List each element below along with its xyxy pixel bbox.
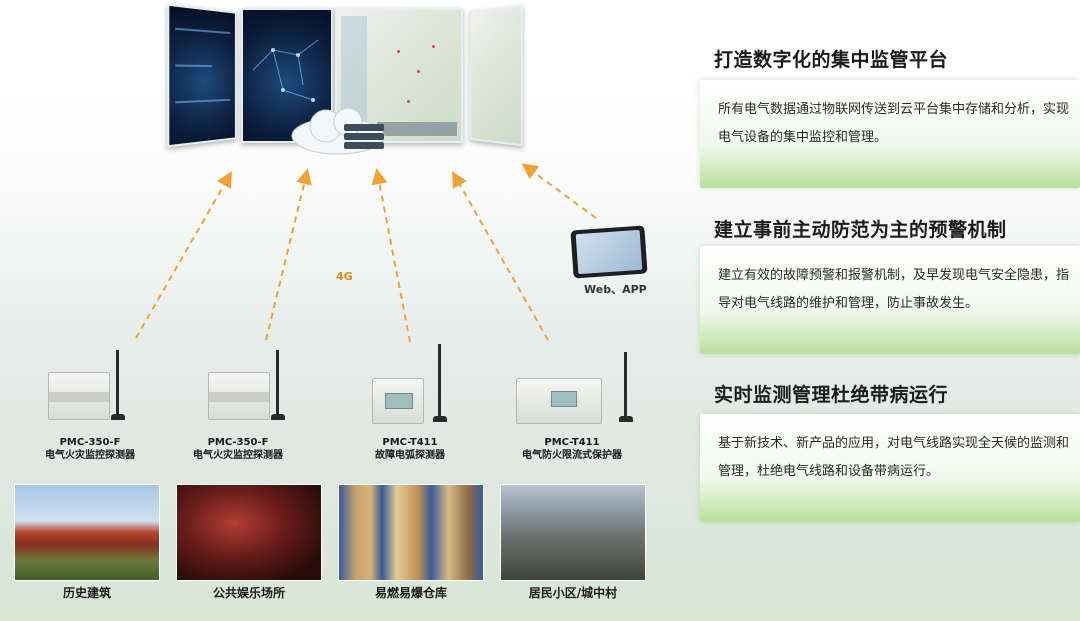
feature-description: 所有电气数据通过物联网传送到云平台集中存储和分析，实现电气设备的集中监控和管理。: [718, 96, 1072, 152]
feature-description: 基于新技术、新产品的应用，对电气线路实现全天候的监测和管理，杜绝电气线路和设备带…: [718, 430, 1072, 486]
detector-device-image: [208, 372, 270, 420]
antenna-icon: [116, 350, 119, 414]
feature-card: 基于新技术、新产品的应用，对电气线路实现全天候的监测和管理，杜绝电气线路和设备带…: [700, 414, 1080, 522]
arc-detector-device-image: [372, 378, 424, 424]
device-card: PMC-T411 故障电弧探测器: [350, 344, 470, 475]
tablet-device-icon: [570, 225, 647, 278]
scene-photo-warehouse: [338, 484, 484, 581]
web-app-label: Web、APP: [584, 281, 647, 297]
network-4g-label: 4G: [336, 270, 353, 283]
scene-photo-residential: [500, 484, 646, 581]
antenna-icon: [276, 350, 279, 414]
feature-title: 打造数字化的集中监管平台: [714, 45, 948, 72]
antenna-icon: [438, 344, 441, 416]
scene-photo-entertainment-venue: [176, 484, 322, 581]
device-name: 电气火灾监控探测器: [30, 449, 150, 462]
gis-map-screen-right: [470, 5, 523, 147]
device-model: PMC-350-F: [30, 436, 150, 449]
device-card: PMC-350-F 电气火灾监控探测器: [178, 350, 298, 475]
scene-photo-historic-building: [14, 484, 160, 581]
device-name: 电气火灾监控探测器: [178, 449, 298, 462]
scene-caption: 居民小区/城中村: [500, 584, 646, 601]
feature-description: 建立有效的故障预警和报警机制，及早发现电气安全隐患，指导对电气线路的维护和管理，…: [718, 262, 1072, 318]
scene-caption: 公共娱乐场所: [176, 584, 322, 601]
device-model: PMC-T411: [512, 436, 632, 449]
feature-title: 建立事前主动防范为主的预警机制: [714, 215, 1007, 242]
cloud-server-icon: [288, 104, 388, 156]
antenna-icon: [624, 352, 627, 416]
device-name: 电气防火限流式保护器: [512, 449, 632, 462]
scene-caption: 历史建筑: [14, 584, 160, 601]
device-model: PMC-350-F: [178, 436, 298, 449]
device-card: PMC-T411 电气防火限流式保护器: [512, 344, 632, 475]
device-model: PMC-T411: [350, 436, 470, 449]
scene-caption: 易燃易爆仓库: [338, 584, 484, 601]
feature-card: 建立有效的故障预警和报警机制，及早发现电气安全隐患，指导对电气线路的维护和管理，…: [700, 246, 1080, 354]
feature-title: 实时监测管理杜绝带病运行: [714, 380, 948, 407]
current-limiting-protector-image: [516, 378, 602, 424]
device-name: 故障电弧探测器: [350, 449, 470, 462]
feature-card: 所有电气数据通过物联网传送到云平台集中存储和分析，实现电气设备的集中监控和管理。: [700, 80, 1080, 188]
device-card: PMC-350-F 电气火灾监控探测器: [30, 350, 150, 475]
dashboard-screen-left: [167, 4, 236, 148]
detector-device-image: [48, 372, 110, 420]
